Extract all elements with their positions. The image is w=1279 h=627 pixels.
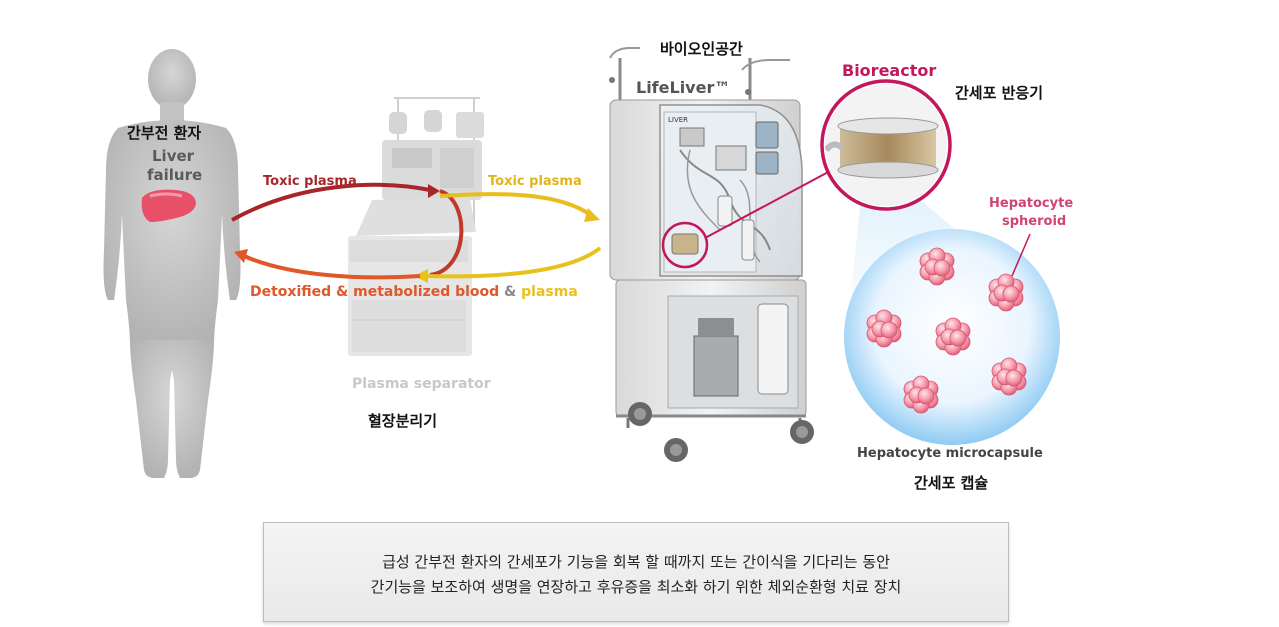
- arrowhead-toxic-left: [428, 184, 440, 198]
- spheroid-pointer: [1011, 233, 1031, 277]
- return-flow-label: Detoxified & metabolized blood & plasma: [250, 284, 578, 300]
- hepatocyte-spheroid: [988, 273, 1024, 312]
- liver-label-line2: failure: [147, 166, 203, 184]
- microcapsule-label-en: Hepatocyte microcapsule: [857, 446, 1043, 461]
- spheroid-label-line2: spheroid: [1002, 214, 1067, 229]
- toxic-plasma-flow: [231, 182, 600, 277]
- bioreactor-label-en: Bioreactor: [842, 61, 937, 80]
- arrowhead-plasma-return: [414, 269, 428, 283]
- detox-label: Detoxified & metabolized blood: [250, 284, 500, 300]
- plasma-separator-label-en: Plasma separator: [352, 376, 491, 392]
- description-line2: 간기능을 보조하여 생명을 연장하고 후유증을 최소화 하기 위한 체외순환형 …: [370, 578, 902, 596]
- microcapsule-label-ko: 간세포 캡슐: [914, 474, 989, 492]
- hepatocyte-spheroid: [935, 317, 971, 356]
- amp-label: &: [499, 284, 522, 300]
- lifeliver-brand-label: LifeLiver™: [636, 78, 731, 97]
- toxic-plasma-right-label: Toxic plasma: [488, 174, 582, 189]
- lifeliver-machine: LIVER: [609, 47, 833, 462]
- hepatocyte-spheroid: [991, 357, 1027, 396]
- panel-label: LIVER: [668, 116, 688, 124]
- arrowhead-detox-return: [234, 249, 248, 263]
- bioreactor-zoom-connector: [704, 169, 833, 239]
- patient-label-ko: 간부전 환자: [127, 124, 202, 142]
- plasma-separator-label-ko: 혈장분리기: [368, 412, 438, 430]
- hepatocyte-spheroid: [919, 247, 955, 286]
- hepatocyte-spheroid: [866, 309, 902, 348]
- liver-label-line1: Liver: [152, 147, 195, 165]
- plasma-label: plasma: [521, 284, 578, 300]
- toxic-plasma-left-label: Toxic plasma: [263, 174, 357, 189]
- plasma-separator-machine: [348, 97, 484, 356]
- bioreactor-location-circle: [661, 221, 709, 269]
- arrowhead-toxic-right: [584, 208, 600, 222]
- hepatocyte-spheroid: [903, 375, 939, 414]
- bioartificial-liver-label: 바이오인공간: [660, 40, 743, 58]
- description-box: 급성 간부전 환자의 간세포가 기능을 회복 할 때까지 또는 간이식을 기다리…: [263, 522, 1009, 622]
- microcapsule: [844, 229, 1060, 445]
- bioreactor-label-ko: 간세포 반응기: [955, 84, 1044, 102]
- spheroid-label-line1: Hepatocyte: [989, 196, 1074, 211]
- return-flow: [234, 246, 602, 283]
- human-figure: [103, 49, 241, 478]
- description-line1: 급성 간부전 환자의 간세포가 기능을 회복 할 때까지 또는 간이식을 기다리…: [382, 553, 890, 571]
